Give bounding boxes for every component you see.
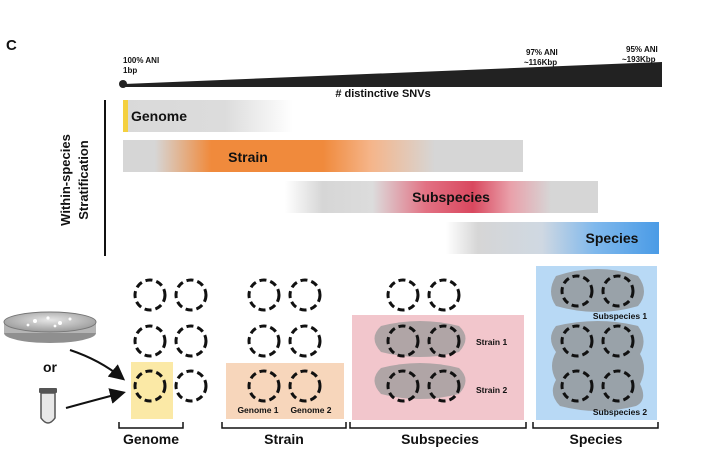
strain-sub1-label: Genome 1 xyxy=(237,405,278,415)
axis-label: # distinctive SNVs xyxy=(335,88,430,100)
subspecies-sub1-label: Strain 1 xyxy=(476,337,507,347)
bar-strain-label: Strain xyxy=(228,149,268,165)
stratification-label-line2: Stratification xyxy=(76,140,91,220)
species-sub1-label: Subspecies 1 xyxy=(593,311,648,321)
bar-subspecies-label: Subspecies xyxy=(412,189,490,205)
species-sub2-label: Subspecies 2 xyxy=(593,407,648,417)
bar-species xyxy=(446,222,659,254)
ani-wedge xyxy=(119,62,662,88)
panel-letter: C xyxy=(6,37,17,54)
genome-circles xyxy=(133,274,635,403)
bar-genome-label: Genome xyxy=(131,108,187,124)
ani-end-size: ~193Kbp xyxy=(622,55,656,64)
bar-subspecies xyxy=(285,181,598,213)
strain-sub2-label: Genome 2 xyxy=(290,405,331,415)
test-tube-icon xyxy=(39,388,57,424)
arrow-from-tube xyxy=(65,388,126,409)
subspecies-sub2-label: Strain 2 xyxy=(476,385,507,395)
petri-dish-icon xyxy=(3,311,97,343)
strain-group-bg xyxy=(226,363,344,419)
ani-mid-size: ~116Kbp xyxy=(524,58,557,67)
ani-end-label: 95% ANI xyxy=(626,45,658,54)
group-brackets xyxy=(118,422,659,429)
ani-start-size: 1bp xyxy=(123,66,137,75)
strain-group-label: Strain xyxy=(264,431,304,447)
or-label: or xyxy=(43,359,58,375)
subspecies-group-label: Subspecies xyxy=(401,431,479,447)
bar-species-label: Species xyxy=(586,230,639,246)
bar-strain xyxy=(123,140,523,172)
species-clusters xyxy=(551,269,644,411)
bar-genome xyxy=(123,100,293,132)
arrow-from-dish xyxy=(69,349,126,381)
ani-start-label: 100% ANI xyxy=(123,56,159,65)
ani-mid-label: 97% ANI xyxy=(526,48,558,57)
stratification-label-line1: Within-species xyxy=(58,134,73,226)
species-group-label: Species xyxy=(570,431,623,447)
genome-group-label: Genome xyxy=(123,431,179,447)
bar-genome-marker xyxy=(123,100,128,132)
